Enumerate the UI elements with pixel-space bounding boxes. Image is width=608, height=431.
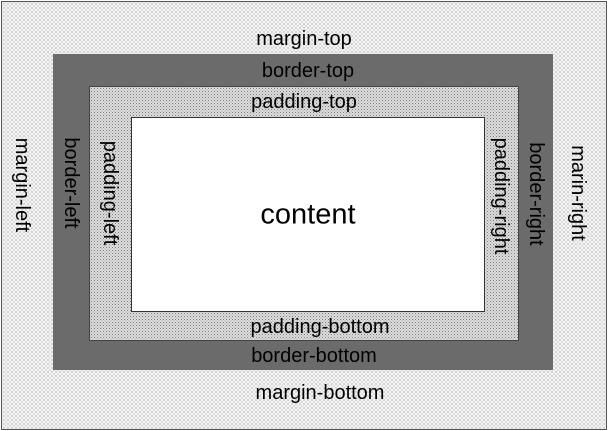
margin-left-label: margin-left	[11, 137, 33, 233]
padding-bottom-label: padding-bottom	[250, 316, 390, 338]
border-left-label: border-left	[60, 137, 82, 229]
border-top-label: border-top	[261, 60, 355, 82]
border-right-label: border-right	[525, 142, 547, 246]
content-region	[131, 117, 485, 312]
padding-left-label: padding-left	[99, 140, 121, 246]
margin-bottom-label: margin-bottom	[255, 382, 385, 404]
margin-right-label: marin-right	[567, 145, 589, 241]
padding-right-label: padding-right	[490, 137, 512, 255]
border-bottom-label: border-bottom	[251, 345, 377, 367]
content-label: content	[260, 198, 356, 231]
padding-top-label: padding-top	[251, 91, 357, 113]
margin-top-label: margin-top	[256, 28, 352, 50]
